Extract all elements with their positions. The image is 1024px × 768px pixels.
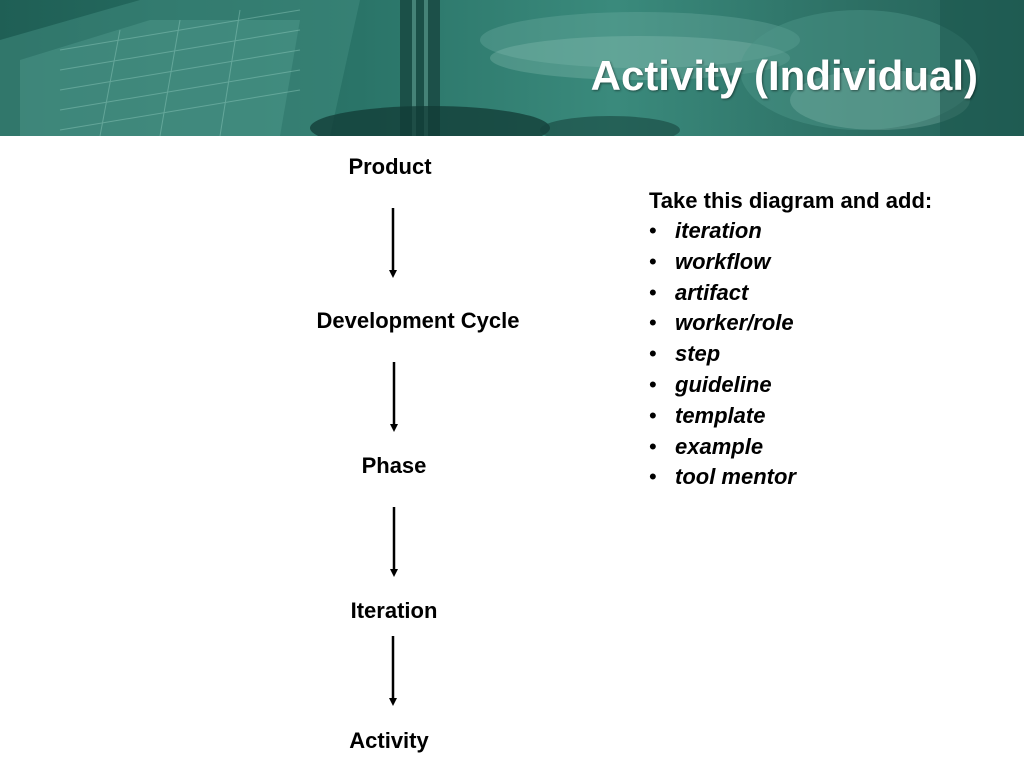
bullet-icon: • bbox=[649, 248, 657, 274]
bullet-icon: • bbox=[649, 402, 657, 428]
diagram-node-product: Product bbox=[348, 154, 432, 179]
list-item-label: template bbox=[675, 402, 766, 428]
bullet-icon: • bbox=[649, 310, 657, 336]
panel-heading: Take this diagram and add: bbox=[649, 188, 933, 213]
list-item-label: worker/role bbox=[675, 310, 794, 336]
list-item: • artifact bbox=[649, 278, 1009, 309]
bullet-icon: • bbox=[649, 218, 657, 243]
list-item-label: artifact bbox=[675, 279, 749, 305]
arrow-down-icon bbox=[390, 507, 398, 577]
arrow-down-icon bbox=[390, 362, 398, 432]
diagram-node-activity: Activity bbox=[349, 728, 429, 753]
list-item-label: example bbox=[675, 433, 764, 459]
instruction-panel: Take this diagram and add: • iteration • w… bbox=[649, 186, 1009, 493]
bullet-icon: • bbox=[649, 464, 657, 490]
bullet-icon: • bbox=[649, 279, 657, 305]
list-item: • worker/role bbox=[649, 308, 1009, 339]
diagram-node-iteration: Iteration bbox=[350, 598, 438, 623]
diagram-node-development-cycle: Development Cycle bbox=[316, 308, 520, 333]
bullet-icon: • bbox=[649, 341, 657, 367]
list-item-label: guideline bbox=[675, 371, 772, 397]
bullet-list: • iteration • workflow • artifact • worker/r… bbox=[649, 216, 1009, 493]
arrow-down-icon bbox=[389, 208, 397, 278]
list-item: • workflow bbox=[649, 247, 1009, 278]
list-item-label: step bbox=[675, 341, 721, 367]
diagram-node-phase: Phase bbox=[361, 453, 427, 478]
arrow-down-icon bbox=[389, 636, 397, 706]
list-item: • template bbox=[649, 401, 1009, 432]
list-item-label: iteration bbox=[675, 218, 762, 243]
list-item-label: workflow bbox=[675, 248, 771, 274]
list-item: • example bbox=[649, 432, 1009, 463]
list-item: • guideline bbox=[649, 370, 1009, 401]
header-banner: Activity (Individual) bbox=[0, 0, 1024, 136]
list-item: • step bbox=[649, 339, 1009, 370]
bullet-icon: • bbox=[649, 371, 657, 397]
bullet-icon: • bbox=[649, 433, 657, 459]
list-item-label: tool mentor bbox=[675, 464, 796, 490]
slide-title: Activity (Individual) bbox=[590, 52, 978, 99]
list-item: • iteration bbox=[649, 216, 1009, 247]
list-item: • tool mentor bbox=[649, 462, 1009, 493]
banner-backdrop-image bbox=[0, 0, 1024, 136]
